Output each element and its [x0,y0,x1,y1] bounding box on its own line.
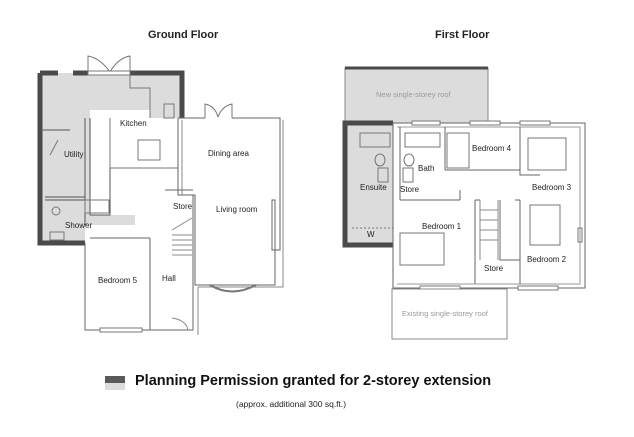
bedroom5-label: Bedroom 5 [98,276,138,285]
wardrobe-label: W [367,230,375,239]
ground-floor-plan [37,55,284,335]
new-roof-label: New single-storey roof [376,90,452,99]
ensuite-label: Ensuite [360,183,387,192]
hall-label: Hall [162,274,176,283]
legend-title: Planning Permission granted for 2-storey… [135,373,492,389]
stairs [171,217,193,256]
new-roof [344,67,489,124]
existing-roof-label: Existing single-storey roof [402,309,489,318]
store-upper-label: Store [400,185,420,194]
hall-door [171,317,189,331]
bath-label: Bath [418,164,434,173]
kitchen-label: Kitchen [120,119,147,128]
bedroom3-bed [527,137,567,171]
bedroom4-label: Bedroom 4 [472,144,512,153]
legend-swatch-dark [105,376,125,383]
store-label: Store [173,202,193,211]
first-extension-area [345,123,393,245]
kitchen-window [87,70,131,76]
living-room-label: Living room [216,205,258,214]
kitchen-french-doors [87,55,131,73]
store-lower-label: Store [484,264,504,273]
shower-label: Shower [65,221,92,230]
bedroom2-bed [529,204,561,246]
dining-area-label: Dining area [208,149,249,158]
first-extension-wall [342,120,393,248]
extension-wall-top [40,70,185,118]
bedroom1-label: Bedroom 1 [422,222,462,231]
ground-floor-title: Ground Floor [148,29,219,41]
legend-swatch-light [105,383,125,390]
hall-walls [84,189,194,331]
dining-french-doors [204,103,233,118]
bedroom2-label: Bedroom 2 [527,255,567,264]
first-stairs [479,200,499,260]
first-floor-plan [342,66,586,340]
bedroom3-label: Bedroom 3 [532,183,572,192]
first-floor-title: First Floor [435,29,490,41]
existing-roof [391,288,508,340]
utility-label: Utility [64,150,84,159]
bay-window [209,284,257,293]
legend-subtitle: (approx. additional 300 sq.ft.) [236,399,347,409]
bedroom1-bed [399,232,445,266]
bedroom5-window [99,327,143,333]
living-room-walls [177,117,281,286]
